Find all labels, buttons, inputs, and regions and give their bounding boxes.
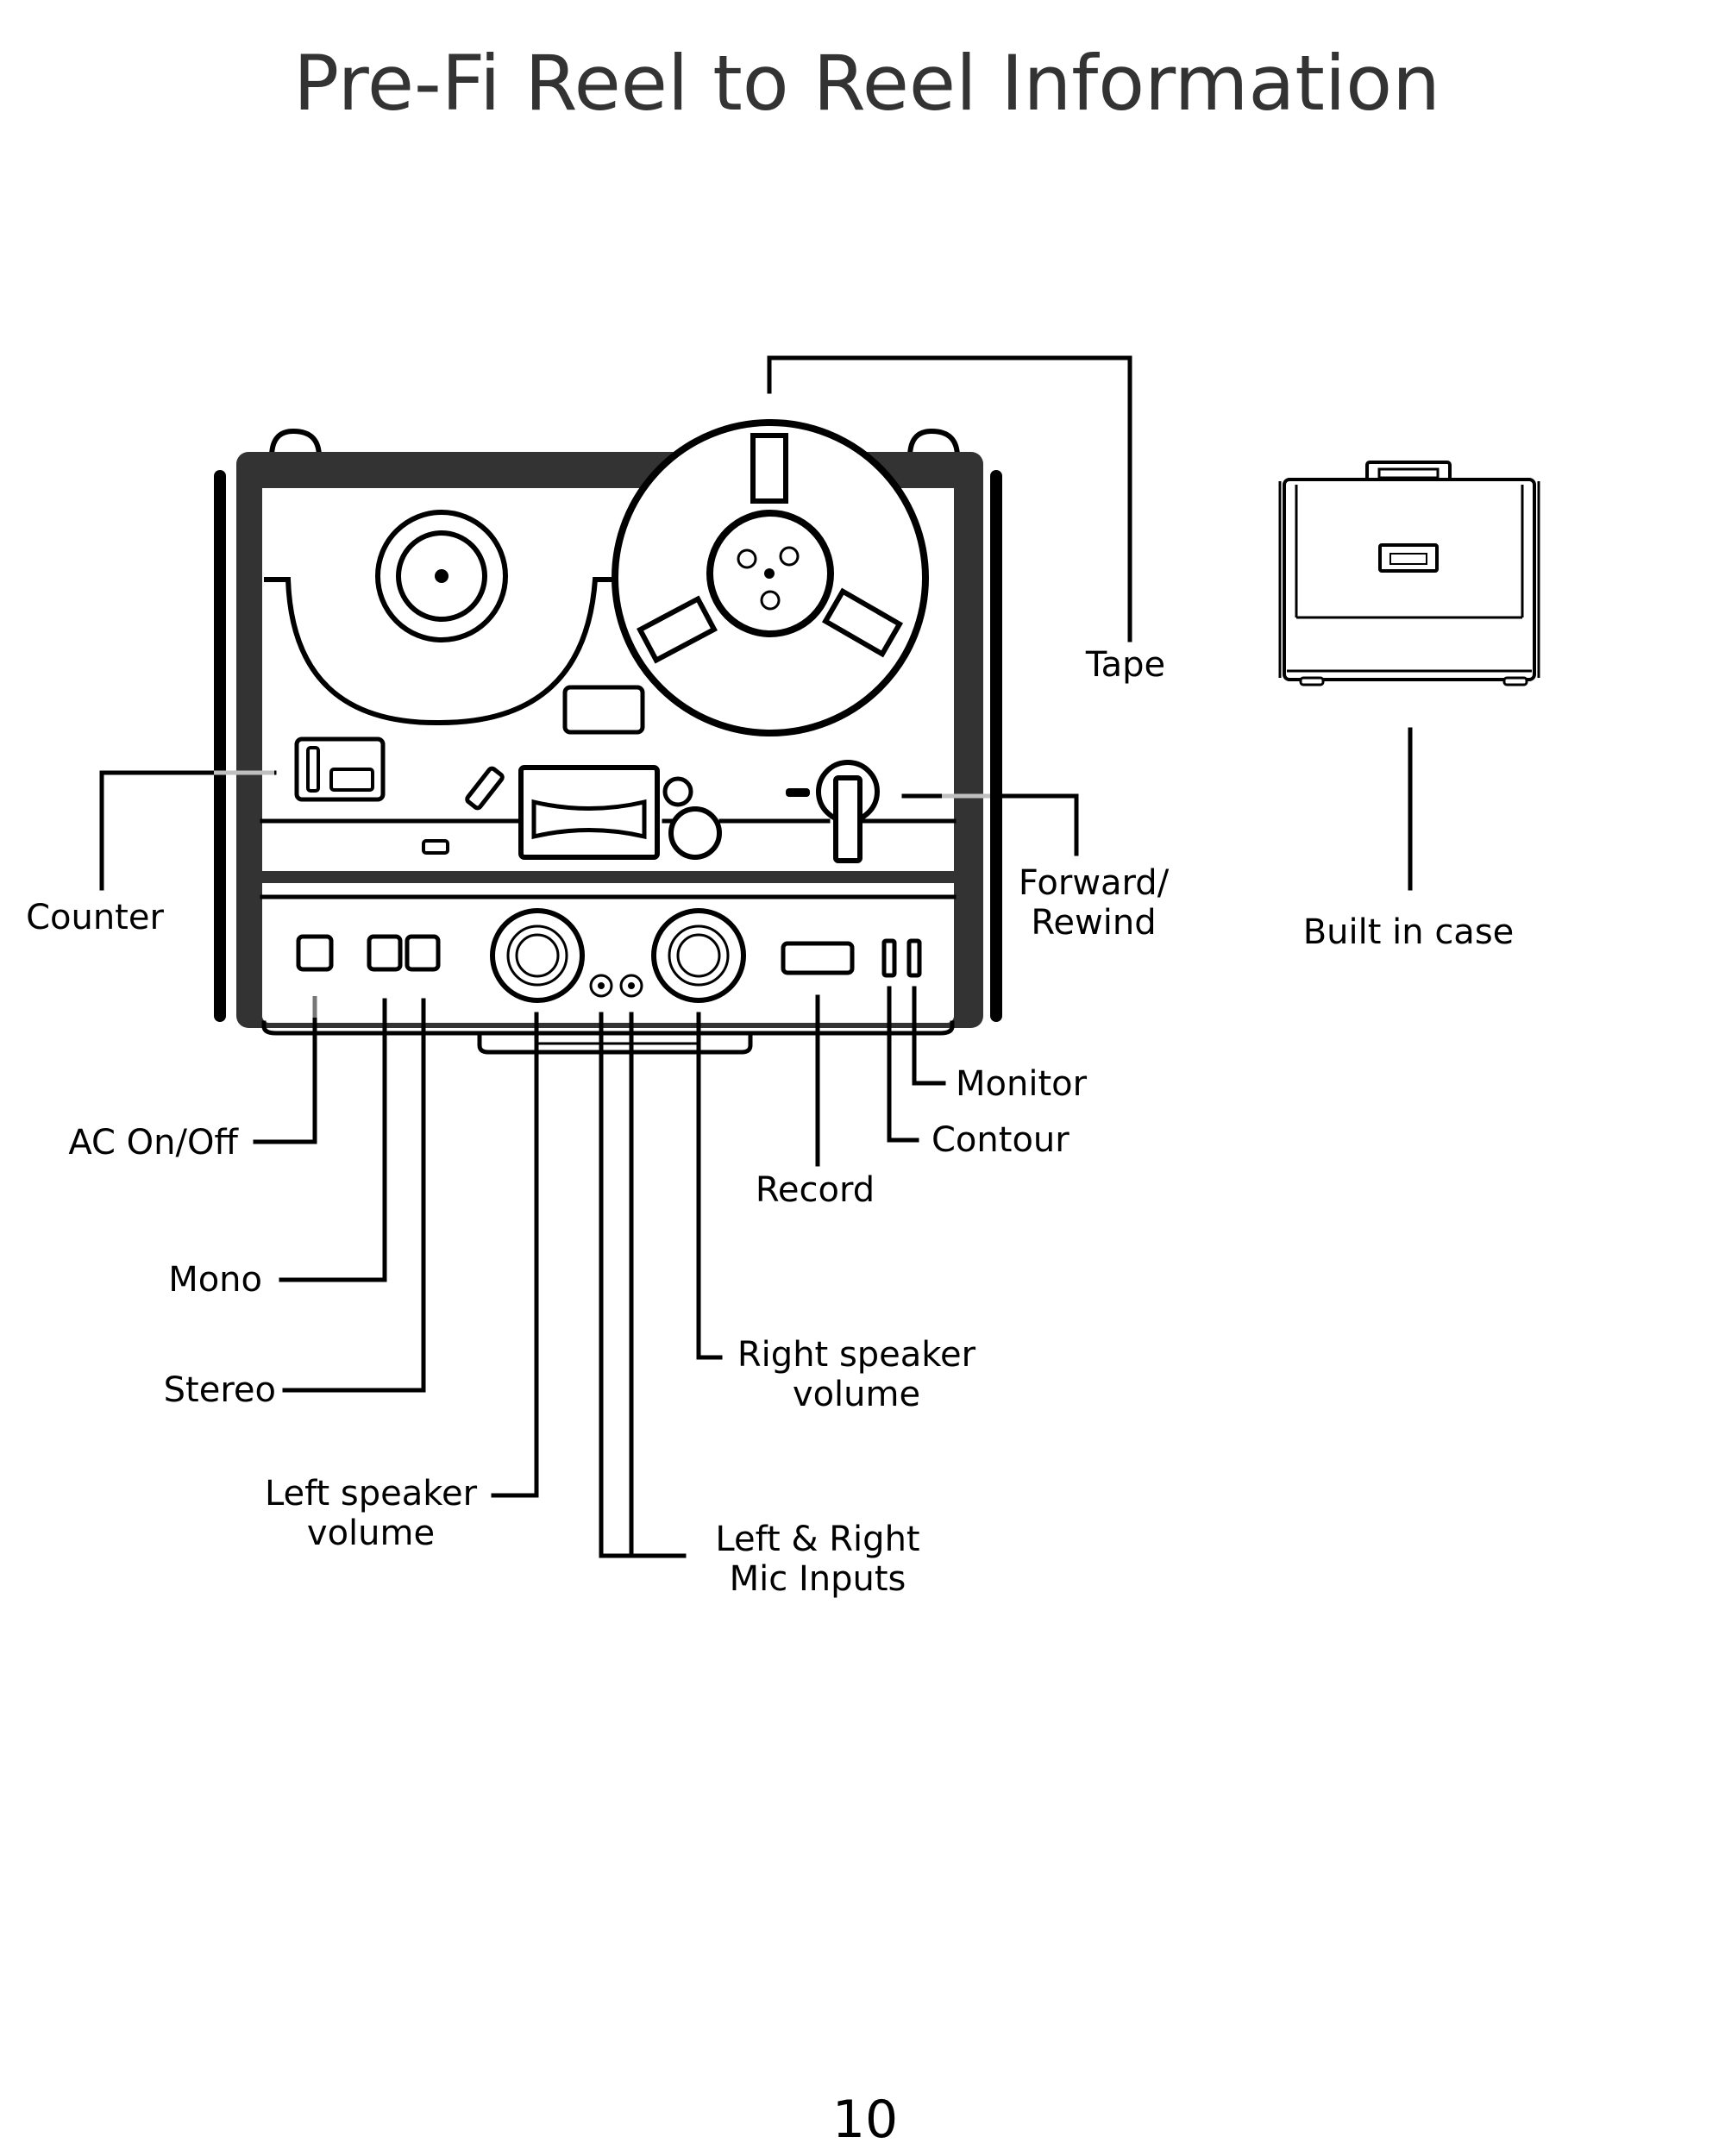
left-side-bar — [214, 470, 226, 1022]
record-button[interactable] — [781, 941, 855, 975]
carry-case — [1278, 461, 1540, 686]
right-side-bar — [990, 470, 1002, 1022]
label-left-speaker-volume-line2: volume — [307, 1514, 435, 1553]
label-stereo: Stereo — [164, 1370, 276, 1410]
mono-button[interactable] — [367, 934, 403, 972]
label-tape: Tape — [1085, 645, 1165, 685]
pinch-roller-large — [668, 806, 722, 860]
label-mono: Mono — [168, 1260, 262, 1300]
label-left-speaker-volume-line1: Left speaker — [265, 1474, 478, 1514]
left-speaker-volume-knob[interactable] — [490, 908, 585, 1003]
page-title: Pre-Fi Reel to Reel Information — [293, 39, 1440, 128]
label-right-speaker-volume-line2: volume — [793, 1375, 920, 1414]
tape-guide — [465, 766, 505, 811]
tape-head — [531, 799, 647, 840]
label-record: Record — [756, 1170, 875, 1210]
label-right-speaker-volume-line1: Right speaker — [737, 1335, 976, 1375]
label-monitor: Monitor — [956, 1064, 1088, 1104]
left-reel-hub-outer — [375, 510, 508, 642]
reel-window-right — [821, 587, 904, 658]
left-reel-well — [264, 577, 614, 726]
label-contour: Contour — [932, 1120, 1070, 1160]
monitor-switch[interactable] — [906, 938, 922, 978]
lever-stop — [786, 788, 810, 797]
label-ac-on-off: AC On/Off — [68, 1123, 239, 1163]
stereo-button[interactable] — [405, 934, 441, 972]
label-forward-rewind-line1: Forward/ — [1019, 863, 1170, 903]
ac-on-off-button[interactable] — [296, 934, 334, 972]
small-indicator — [422, 839, 449, 855]
left-mic-input[interactable] — [589, 974, 613, 998]
forward-rewind-lever[interactable] — [833, 775, 862, 863]
label-built-in-case: Built in case — [1303, 912, 1515, 952]
label-counter: Counter — [26, 898, 164, 937]
label-mic-inputs-line2: Mic Inputs — [730, 1559, 906, 1599]
counter-window — [562, 685, 645, 735]
case-body — [1283, 478, 1536, 681]
reel-to-reel-machine — [214, 419, 1002, 1055]
page-number: 10 — [832, 2090, 898, 2150]
contour-switch[interactable] — [881, 938, 897, 978]
label-forward-rewind-line2: Rewind — [1031, 903, 1156, 943]
label-mic-inputs-line1: Left & Right — [715, 1520, 919, 1559]
leader-lines — [99, 355, 1413, 1558]
right-lid-handle — [907, 428, 960, 458]
left-reel-spindle — [435, 569, 448, 583]
pinch-roller-small — [662, 776, 693, 807]
reel-window-left — [637, 595, 718, 664]
right-mic-input[interactable] — [619, 974, 643, 998]
reel-window-top — [750, 433, 788, 504]
left-reel-hub-inner — [396, 530, 487, 622]
left-lid-handle — [269, 428, 322, 458]
right-speaker-volume-knob[interactable] — [651, 908, 746, 1003]
